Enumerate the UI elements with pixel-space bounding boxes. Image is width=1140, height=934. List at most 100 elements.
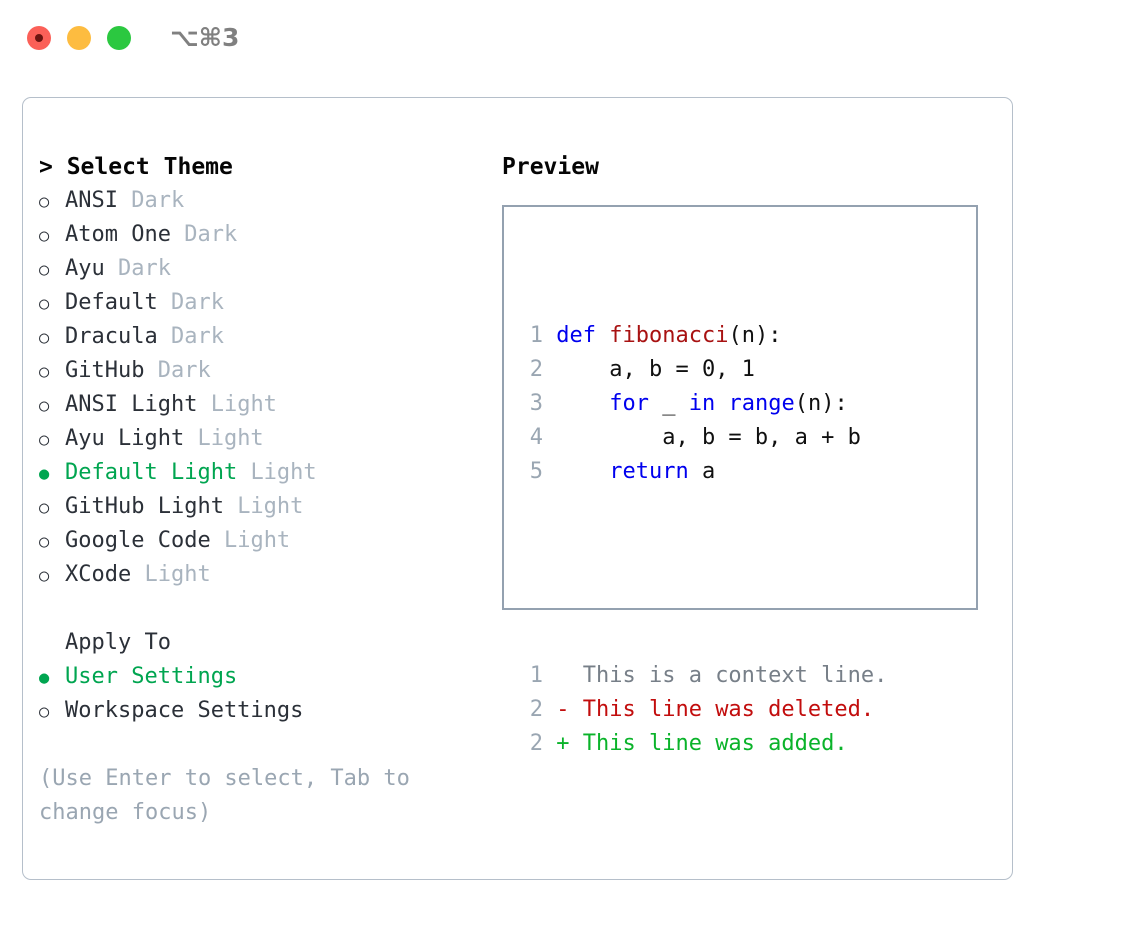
diff-line-number: 1 bbox=[529, 663, 543, 688]
diff-line-text: + This line was added. bbox=[556, 731, 848, 756]
diff-sample: 1 This is a context line.2 - This line w… bbox=[517, 659, 888, 761]
close-button[interactable] bbox=[27, 26, 51, 50]
theme-option-label: XCode bbox=[65, 562, 145, 587]
code-token: _ bbox=[662, 391, 689, 416]
theme-option-tag: Dark bbox=[131, 188, 185, 213]
radio-unselected-icon bbox=[39, 694, 65, 729]
code-line-number: 5 bbox=[529, 459, 543, 484]
theme-option-label: Default bbox=[65, 290, 171, 315]
theme-option-tag: Light bbox=[250, 460, 317, 485]
apply-to-header-label: Apply To bbox=[65, 630, 171, 655]
code-token: for bbox=[609, 391, 663, 416]
diff-line-text: This is a context line. bbox=[556, 663, 888, 688]
diff-line-number: 2 bbox=[529, 697, 543, 722]
theme-option-github[interactable]: GitHub Dark bbox=[39, 354, 479, 388]
title-bar: ⌥⌘3 bbox=[0, 0, 1140, 78]
code-line-number: 3 bbox=[529, 391, 543, 416]
keyboard-hint-text: (Use Enter to select, Tab to change focu… bbox=[39, 766, 424, 825]
radio-unselected-icon bbox=[39, 558, 65, 593]
apply-to-option-label: Workspace Settings bbox=[65, 698, 304, 723]
code-line: 5 return a bbox=[517, 455, 887, 489]
apply-to-header: Apply To bbox=[39, 626, 479, 660]
radio-selected-icon bbox=[39, 660, 65, 695]
theme-option-tag: Light bbox=[223, 528, 291, 553]
code-token: def bbox=[556, 323, 610, 348]
theme-option-atom-one[interactable]: Atom One Dark bbox=[39, 218, 479, 252]
theme-option-ayu[interactable]: Ayu Dark bbox=[39, 252, 479, 286]
list-spacer bbox=[39, 592, 479, 626]
preview-column: Preview 1 def fibonacci(n):2 a, b = 0, 1… bbox=[502, 150, 992, 756]
apply-to-option-workspace-settings[interactable]: Workspace Settings bbox=[39, 694, 479, 728]
code-line: 2 a, b = 0, 1 bbox=[517, 353, 887, 387]
theme-option-label: Dracula bbox=[65, 324, 171, 349]
radio-unselected-icon bbox=[39, 320, 65, 355]
theme-option-tag: Dark bbox=[184, 222, 238, 247]
window-controls bbox=[27, 26, 131, 50]
code-token: a, b = 0, 1 bbox=[556, 357, 755, 382]
code-token bbox=[556, 459, 609, 484]
theme-option-label: Default Light bbox=[65, 460, 251, 485]
code-token: range bbox=[728, 391, 795, 416]
theme-option-default-light[interactable]: Default Light Light bbox=[39, 456, 479, 490]
theme-selection-column: > Select Theme ANSI DarkAtom One DarkAyu… bbox=[39, 150, 479, 830]
zoom-button[interactable] bbox=[107, 26, 131, 50]
theme-option-ansi[interactable]: ANSI Dark bbox=[39, 184, 479, 218]
apply-to-option-user-settings[interactable]: User Settings bbox=[39, 660, 479, 694]
theme-option-label: Atom One bbox=[65, 222, 185, 247]
theme-option-tag: Light bbox=[144, 562, 211, 587]
theme-option-ansi-light[interactable]: ANSI Light Light bbox=[39, 388, 479, 422]
radio-unselected-icon bbox=[39, 354, 65, 389]
apply-to-option-label: User Settings bbox=[65, 664, 238, 689]
diff-line-del: 2 - This line was deleted. bbox=[517, 693, 887, 727]
radio-selected-icon bbox=[39, 456, 65, 491]
radio-unselected-icon bbox=[39, 252, 65, 287]
theme-option-label: GitHub Light bbox=[65, 494, 238, 519]
code-token: (n): bbox=[728, 323, 782, 348]
code-line: 3 for _ in range(n): bbox=[517, 387, 887, 421]
theme-option-tag: Light bbox=[210, 392, 277, 417]
theme-option-label: ANSI Light bbox=[65, 392, 211, 417]
code-token: in bbox=[688, 391, 729, 416]
apply-to-header-indent bbox=[39, 626, 65, 660]
window-title-shortcut: ⌥⌘3 bbox=[170, 23, 240, 52]
diff-line-ctx: 1 This is a context line. bbox=[517, 659, 888, 693]
theme-option-default[interactable]: Default Dark bbox=[39, 286, 479, 320]
radio-unselected-icon bbox=[39, 184, 65, 219]
theme-option-github-light[interactable]: GitHub Light Light bbox=[39, 490, 479, 524]
code-token: a bbox=[701, 459, 716, 484]
radio-unselected-icon bbox=[39, 388, 65, 423]
theme-option-google-code[interactable]: Google Code Light bbox=[39, 524, 479, 558]
code-line: 1 def fibonacci(n): bbox=[517, 319, 887, 353]
code-line: 4 a, b = b, a + b bbox=[517, 421, 887, 455]
code-token: (n): bbox=[794, 391, 848, 416]
radio-unselected-icon bbox=[39, 422, 65, 457]
theme-option-tag: Dark bbox=[157, 358, 211, 383]
radio-unselected-icon bbox=[39, 524, 65, 559]
theme-option-label: GitHub bbox=[65, 358, 158, 383]
minimize-button[interactable] bbox=[67, 26, 91, 50]
theme-option-tag: Dark bbox=[170, 324, 224, 349]
diff-line-text: - This line was deleted. bbox=[556, 697, 875, 722]
diff-line-add: 2 + This line was added. bbox=[517, 727, 887, 761]
theme-picker-panel: > Select Theme ANSI DarkAtom One DarkAyu… bbox=[22, 97, 1013, 880]
theme-option-ayu-light[interactable]: Ayu Light Light bbox=[39, 422, 479, 456]
apply-to-option-list[interactable]: User SettingsWorkspace Settings bbox=[39, 660, 479, 728]
select-theme-header: > Select Theme bbox=[39, 154, 233, 180]
code-line-number: 2 bbox=[529, 357, 543, 382]
radio-unselected-icon bbox=[39, 490, 65, 525]
radio-unselected-icon bbox=[39, 218, 65, 253]
theme-option-xcode[interactable]: XCode Light bbox=[39, 558, 479, 592]
code-line-number: 4 bbox=[529, 425, 543, 450]
code-token: return bbox=[609, 459, 702, 484]
code-token: fibonacci bbox=[609, 323, 729, 348]
theme-option-tag: Light bbox=[237, 494, 304, 519]
code-line-number: 1 bbox=[529, 323, 543, 348]
theme-option-tag: Dark bbox=[170, 290, 224, 315]
theme-option-dracula[interactable]: Dracula Dark bbox=[39, 320, 479, 354]
theme-option-label: ANSI bbox=[65, 188, 132, 213]
theme-option-list[interactable]: ANSI DarkAtom One DarkAyu DarkDefault Da… bbox=[39, 184, 479, 592]
